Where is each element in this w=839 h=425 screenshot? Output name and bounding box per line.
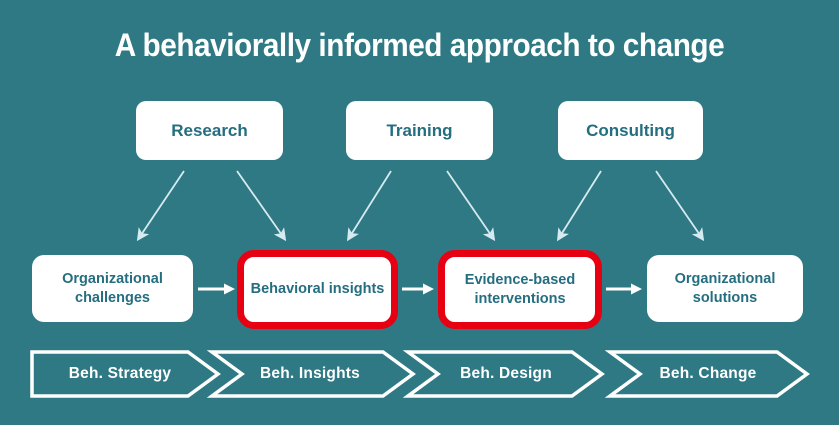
diagonal-arrows [136, 170, 705, 242]
chevron-label-beh-strategy: Beh. Strategy [68, 365, 172, 382]
arrow-research-to-insights-icon [236, 170, 287, 242]
box-behavioral-insights: Behavioral insights [237, 250, 398, 329]
box-research: Research [136, 101, 283, 160]
box-organizational-challenges-label: Organizational challenges [62, 270, 163, 306]
box-training: Training [346, 101, 493, 160]
arrow-training-to-interventions-icon [446, 170, 496, 242]
box-training-label: Training [386, 120, 453, 140]
arrow-research-to-challenges-icon [136, 170, 185, 242]
box-organizational-solutions-label: Organizational solutions [674, 270, 776, 306]
box-evidence-based-interventions: Evidence-based interventions [438, 250, 602, 329]
arrowhead-icon [423, 283, 434, 295]
arrow-consulting-to-interventions-icon [556, 170, 602, 242]
chevron-label-beh-design: Beh. Design [460, 365, 552, 382]
box-organizational-solutions: Organizational solutions [647, 255, 803, 322]
chevron-label-beh-insights: Beh. Insights [260, 365, 360, 382]
arrowhead-icon [631, 283, 642, 295]
chevron-label-beh-change: Beh. Change [659, 365, 757, 382]
box-consulting: Consulting [558, 101, 703, 160]
box-organizational-challenges: Organizational challenges [32, 255, 193, 322]
arrow-consulting-to-solutions-icon [655, 170, 705, 242]
arrow-training-to-insights-icon [346, 170, 392, 242]
box-behavioral-insights-label: Behavioral insights [250, 281, 385, 298]
box-consulting-label: Consulting [586, 120, 675, 140]
diagram-title: A behaviorally informed approach to chan… [114, 27, 725, 63]
box-evidence-based-interventions-label: Evidence-based interventions [464, 271, 576, 307]
arrowhead-icon [224, 283, 235, 295]
box-research-label: Research [171, 120, 248, 140]
